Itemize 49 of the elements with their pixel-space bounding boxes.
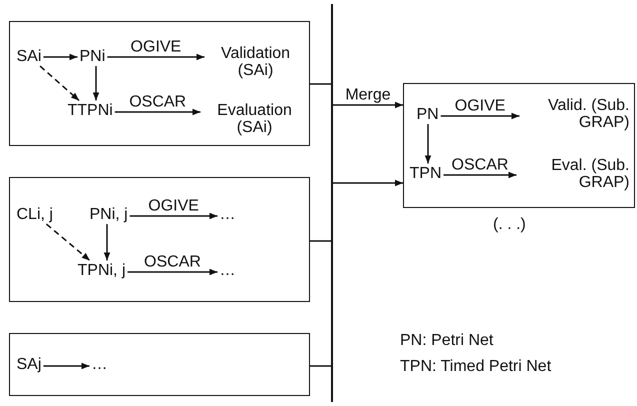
node-label: TPNi, j bbox=[76, 260, 128, 280]
group-box bbox=[9, 333, 310, 396]
arrow bbox=[104, 224, 110, 260]
node-label: PNi, j bbox=[88, 204, 130, 224]
arrow bbox=[130, 212, 218, 220]
node-label: Evaluation (SAi) bbox=[200, 100, 308, 138]
arrow bbox=[40, 66, 80, 102]
group-box bbox=[9, 21, 310, 146]
node-label: CLi, j bbox=[14, 204, 55, 224]
node-label: Eval. (Sub. GRAP) bbox=[516, 156, 632, 193]
connector-line bbox=[310, 240, 331, 242]
edge-label: OGIVE bbox=[130, 38, 182, 56]
arrow bbox=[128, 268, 218, 276]
node-label: TPN bbox=[408, 164, 444, 184]
arrow bbox=[43, 362, 90, 370]
node-label: … bbox=[218, 260, 238, 280]
edge-label: OGIVE bbox=[147, 197, 200, 215]
group-box bbox=[403, 83, 635, 208]
connector-line bbox=[310, 365, 331, 367]
node-label: Validation (SAi) bbox=[204, 44, 306, 81]
edge-label: OGIVE bbox=[454, 97, 506, 115]
arrow bbox=[424, 124, 432, 164]
abbreviation-note: PN: Petri Net bbox=[400, 332, 494, 350]
node-label: … bbox=[90, 354, 110, 374]
edge-label: OSCAR bbox=[128, 93, 188, 111]
bus-line bbox=[331, 4, 333, 402]
node-label: PNi bbox=[78, 46, 108, 66]
arrow bbox=[333, 102, 403, 108]
arrow bbox=[92, 66, 100, 100]
abbreviation-note: TPN: Timed Petri Net bbox=[400, 358, 552, 376]
node-label: Valid. (Sub. GRAP) bbox=[520, 96, 632, 133]
node-label: PN bbox=[414, 104, 441, 124]
node-label: … bbox=[218, 204, 238, 224]
connector-line bbox=[310, 83, 331, 85]
group-box bbox=[9, 177, 310, 302]
arrow bbox=[114, 108, 200, 116]
arrow bbox=[440, 112, 520, 120]
arrow bbox=[333, 180, 403, 186]
arrow bbox=[444, 172, 516, 178]
edge-label: Merge bbox=[344, 86, 392, 104]
node-label: TTPNi bbox=[66, 100, 115, 120]
edge-label: OSCAR bbox=[450, 156, 510, 174]
node-label: SAj bbox=[14, 354, 44, 374]
arrow bbox=[107, 54, 204, 60]
edge-label: OSCAR bbox=[143, 253, 202, 271]
arrow bbox=[43, 54, 78, 60]
arrow bbox=[46, 224, 90, 262]
node-label: SAi bbox=[14, 46, 44, 66]
node-caption: (. . .) bbox=[493, 216, 526, 234]
